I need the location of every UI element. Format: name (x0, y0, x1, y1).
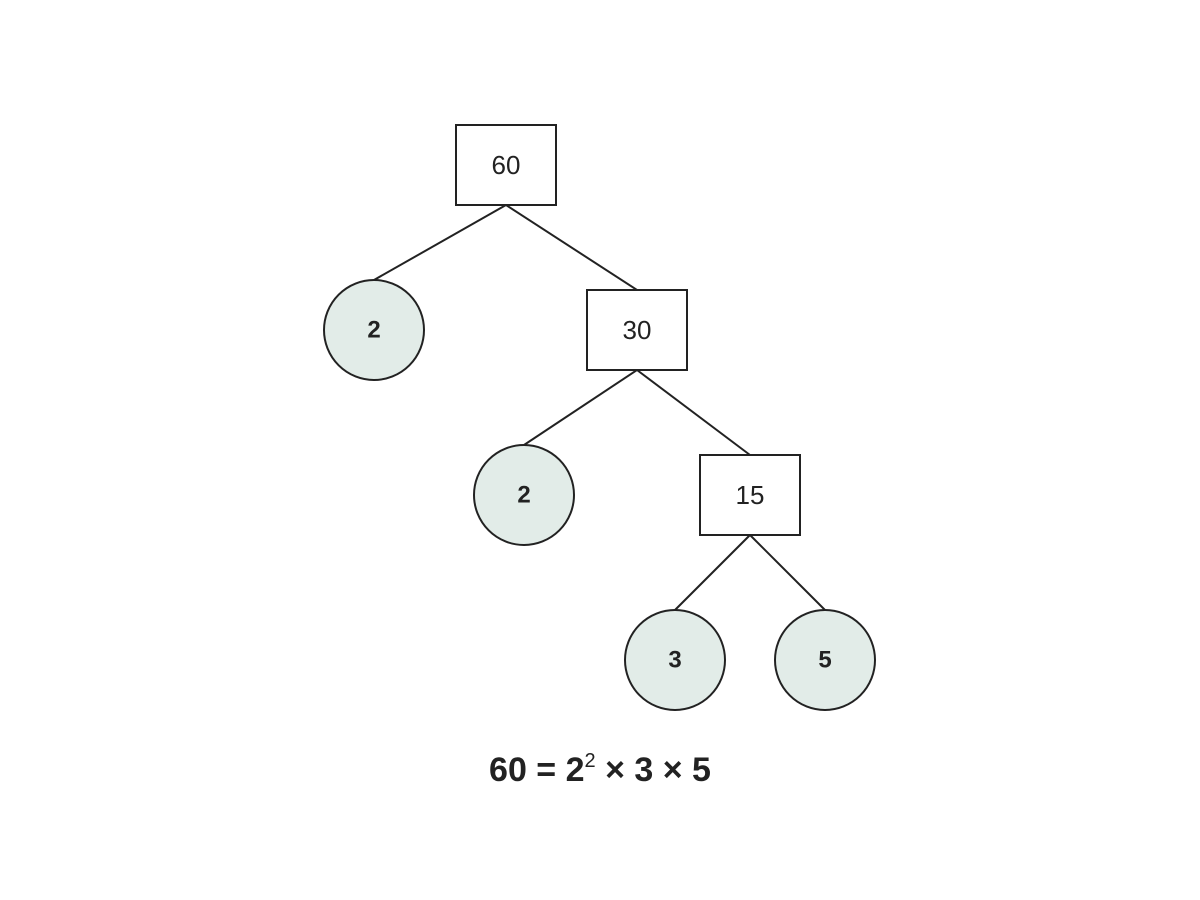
prime-circle (624, 609, 726, 711)
composite-box (699, 454, 801, 536)
composite-node-15: 15 (699, 454, 801, 536)
equation-exponent: 2 (584, 750, 596, 772)
composite-box (586, 289, 688, 371)
edge-60-to-2 (373, 204, 507, 281)
edge-30-to-15 (636, 369, 751, 456)
prime-factorization-equation: 60 = 22 × 3 × 5 (0, 746, 1200, 794)
prime-node-3: 3 (624, 609, 726, 711)
prime-node-2: 2 (323, 279, 425, 381)
node-value: 2 (367, 317, 380, 344)
composite-node-30: 30 (586, 289, 688, 371)
equation-rhs: × 3 × 5 (595, 751, 711, 789)
edge-30-to-2 (523, 369, 638, 446)
node-value: 5 (818, 647, 831, 674)
node-value: 2 (517, 482, 530, 509)
prime-circle (323, 279, 425, 381)
edge-60-to-30 (505, 204, 638, 291)
composite-node-60: 60 (455, 124, 557, 206)
prime-node-2: 2 (473, 444, 575, 546)
composite-box (455, 124, 557, 206)
node-value: 15 (736, 480, 765, 510)
prime-node-5: 5 (774, 609, 876, 711)
edge-15-to-5 (749, 534, 826, 611)
prime-circle (473, 444, 575, 546)
edge-15-to-3 (674, 534, 751, 611)
equation-lhs: 60 = 2 (489, 751, 585, 789)
node-value: 30 (623, 315, 652, 345)
node-value: 60 (492, 150, 521, 180)
node-value: 3 (668, 647, 681, 674)
prime-circle (774, 609, 876, 711)
